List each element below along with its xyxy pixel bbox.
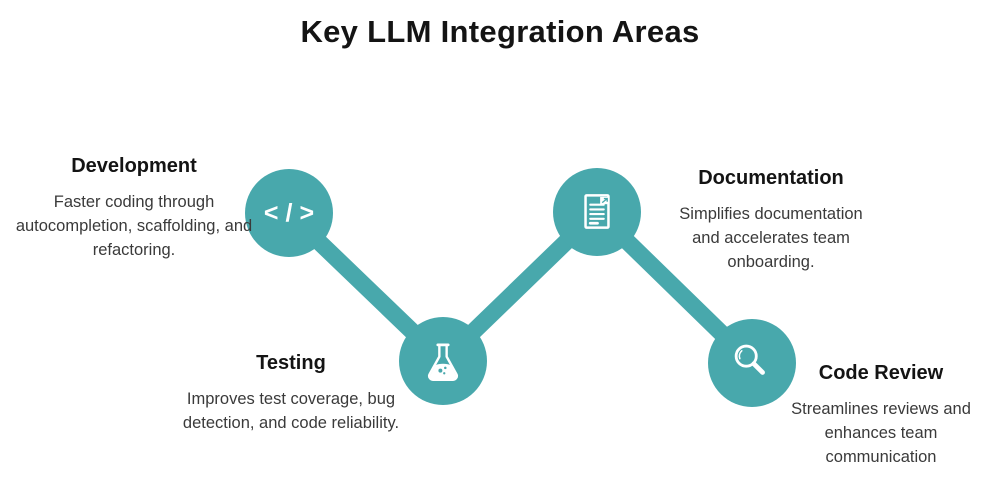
code-icon: </>: [263, 198, 322, 227]
node-label: Testing: [256, 352, 326, 374]
node-description: Simplifies documentation and accelerates…: [679, 205, 863, 271]
node-text-code-review: Code Review Streamlines reviews and enha…: [768, 362, 994, 469]
node-circle-testing: [399, 317, 487, 405]
magnifier-icon: [734, 344, 765, 375]
flask-icon: [428, 343, 458, 381]
node-text-testing: Testing Improves test coverage, bug dete…: [171, 352, 411, 435]
node-label: Code Review: [818, 362, 944, 384]
page-title: Key LLM Integration Areas: [300, 14, 700, 49]
node-circle-development: </>: [245, 169, 333, 257]
node-text-documentation: Documentation Simplifies documentation a…: [666, 167, 876, 274]
document-icon: [584, 194, 610, 229]
node-description: Faster coding through autocompletion, sc…: [15, 193, 253, 259]
node-label: Development: [71, 155, 197, 177]
node-label: Documentation: [698, 167, 844, 189]
node-circle-code-review: [708, 319, 796, 407]
node-description: Improves test coverage, bug detection, a…: [182, 390, 400, 432]
node-text-development: Development Faster coding through autoco…: [10, 155, 258, 262]
node-description: Streamlines reviews and enhances team co…: [791, 400, 971, 466]
node-circle-documentation: [553, 168, 641, 256]
